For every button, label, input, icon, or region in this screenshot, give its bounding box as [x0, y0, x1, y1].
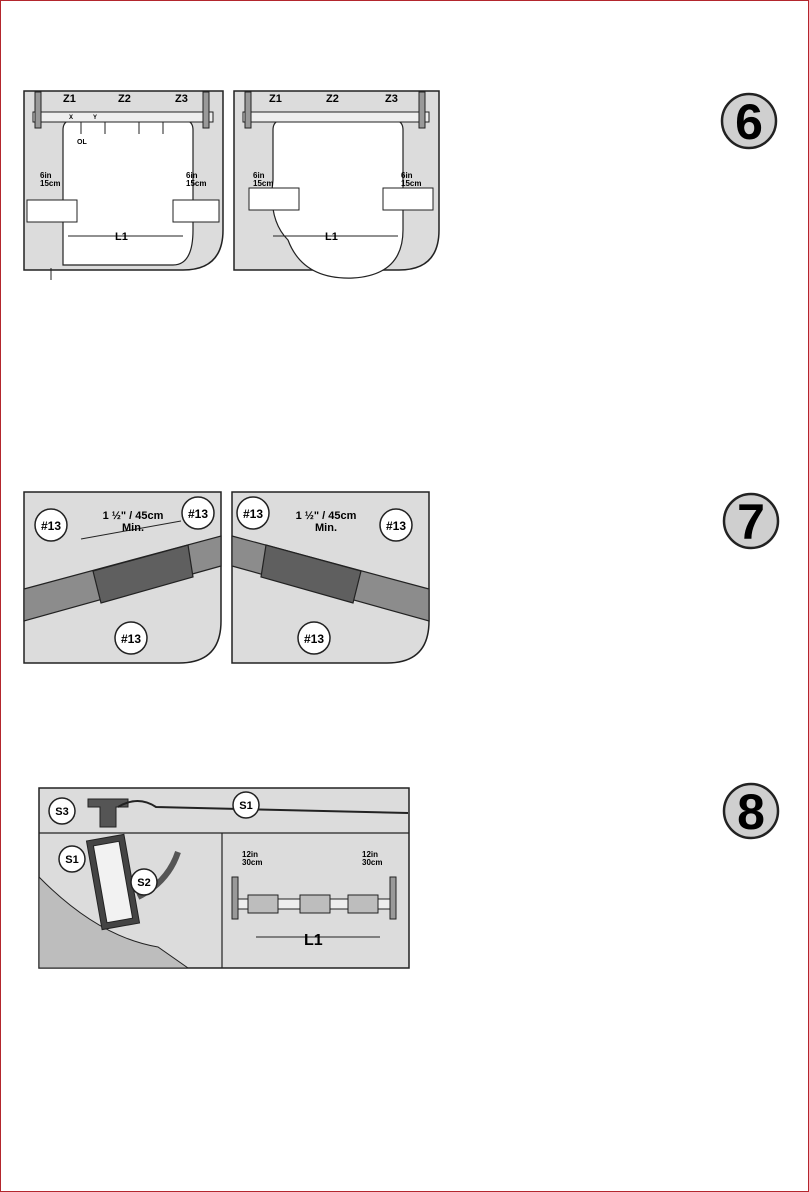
- step-6-right-offset-cm-2: 15cm: [401, 179, 421, 188]
- step-8-offset-cm-left: 30cm: [242, 858, 262, 867]
- step-6-right-length-label: L1: [325, 231, 338, 243]
- step-6-right-panel: Z1 Z2 Z3 6in 15cm 6in 15cm L1: [234, 91, 439, 278]
- step-8-illustration: S3 S1 S1 S2 12in 30cm 12in 30cm L1: [38, 787, 410, 969]
- step-7-left-part-a: #13: [41, 519, 61, 533]
- step-7-right-panel: #13 #13 #13 1 ½" / 45cm Min.: [232, 492, 429, 663]
- step-7-illustration: #13 #13 #13 1 ½" / 45cm Min. #13 #13 #13…: [23, 491, 441, 665]
- step-7-left-part-b: #13: [188, 507, 208, 521]
- step-6-zone-3-label: Z3: [175, 93, 188, 105]
- step-6-length-label: L1: [115, 231, 128, 243]
- step-6-right-zone-1-label: Z1: [269, 93, 282, 105]
- step-7-right-part-c: #13: [304, 632, 324, 646]
- step-6-x-mark: X: [69, 115, 73, 121]
- step-8-s2-label: S2: [137, 877, 150, 889]
- step-7-left-overlap-min: Min.: [122, 522, 144, 534]
- step-6-number-badge: 6: [719, 91, 779, 151]
- step-7-number: 7: [737, 494, 765, 550]
- step-7-right-part-a: #13: [243, 507, 263, 521]
- step-8-offset-cm-right: 30cm: [362, 858, 382, 867]
- step-6-offset-cm: 15cm: [40, 179, 60, 188]
- step-8-number-badge: 8: [721, 781, 781, 841]
- step-7-left-part-c: #13: [121, 632, 141, 646]
- step-7-right-overlap-min: Min.: [315, 522, 337, 534]
- step-8-number: 8: [737, 784, 765, 840]
- step-6-right-offset-cm: 15cm: [253, 179, 273, 188]
- step-6-zone-2-label: Z2: [118, 93, 131, 105]
- step-6-left-panel: Z1 Z2 Z3 X Y OL 6in 15cm 6in 15cm L1: [24, 91, 223, 280]
- step-7-number-badge: 7: [721, 491, 781, 551]
- step-7-right-part-b: #13: [386, 519, 406, 533]
- step-6-illustration: Z1 Z2 Z3 X Y OL 6in 15cm 6in 15cm L1 Z1 …: [23, 90, 441, 282]
- step-8-s1-top-label: S1: [239, 800, 252, 812]
- step-7-left-panel: #13 #13 #13 1 ½" / 45cm Min.: [24, 492, 221, 663]
- step-7-right-overlap: 1 ½" / 45cm: [296, 510, 357, 522]
- step-6-right-zone-3-label: Z3: [385, 93, 398, 105]
- step-6-ol-mark: OL: [77, 139, 87, 146]
- step-6-offset-cm-right: 15cm: [186, 179, 206, 188]
- step-6-y-mark: Y: [93, 115, 97, 121]
- step-7-left-overlap: 1 ½" / 45cm: [103, 510, 164, 522]
- step-8-s1-label: S1: [65, 854, 78, 866]
- step-8-length-label: L1: [304, 932, 323, 949]
- step-6-right-zone-2-label: Z2: [326, 93, 339, 105]
- step-6-zone-1-label: Z1: [63, 93, 76, 105]
- step-6-number: 6: [735, 94, 763, 150]
- step-8-s3-label: S3: [55, 806, 68, 818]
